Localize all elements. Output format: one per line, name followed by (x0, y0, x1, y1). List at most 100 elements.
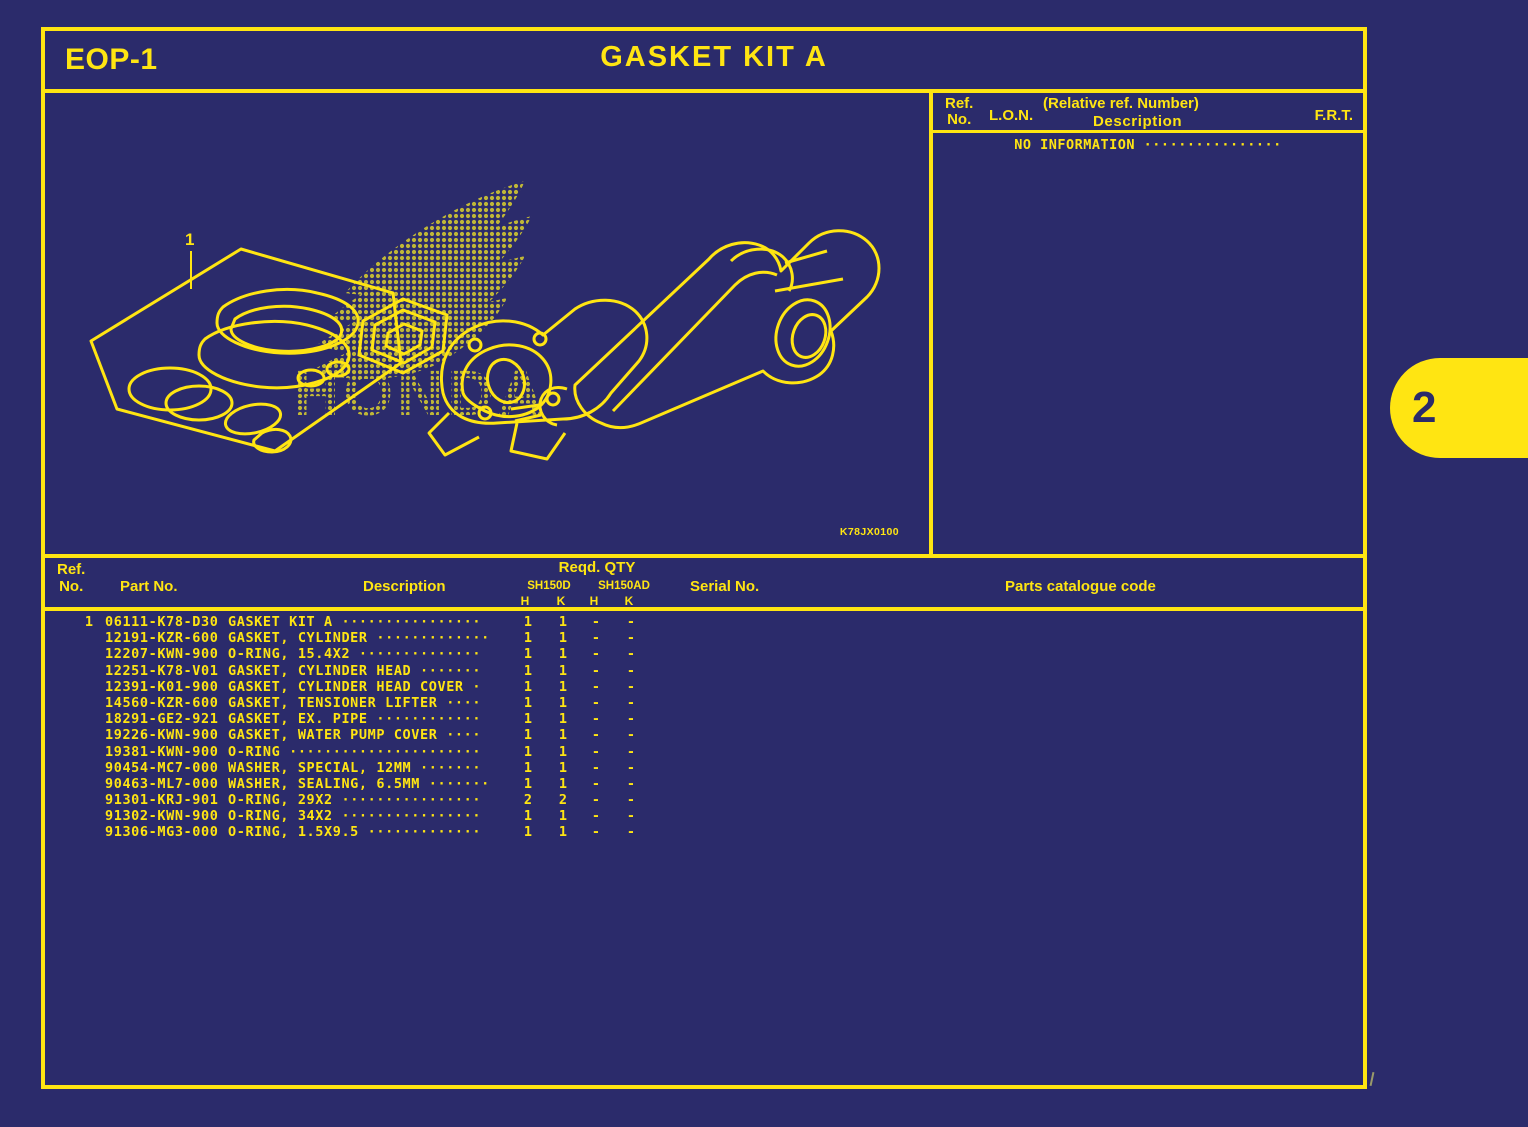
cell-qty-sh150ad-k: - (626, 630, 636, 647)
cell-description: O-RING, 29X2 ················ (228, 792, 481, 808)
ref-no-header-line1: Ref. (945, 95, 974, 112)
description-text: GASKET, WATER PUMP COVER (228, 727, 438, 744)
relative-ref-number-header: (Relative ref. Number) (1043, 95, 1199, 112)
cell-qty-sh150ad-h: - (591, 614, 601, 630)
cell-description: GASKET, TENSIONER LIFTER ···· (228, 695, 481, 711)
cell-part-no: 19381-KWN-900 (105, 743, 219, 760)
cell-part-no: 12251-K78-V01 (105, 662, 219, 679)
cell-qty-sh150ad-h: - (591, 808, 601, 825)
description-text: GASKET, CYLINDER HEAD (228, 662, 412, 679)
cell-qty-sh150d-h: 1 (523, 824, 533, 841)
cell-part-no: 90463-ML7-000 (105, 775, 219, 792)
cell-qty-sh150ad-h: - (591, 775, 601, 792)
cell-qty-sh150d-k: 1 (558, 759, 568, 776)
cell-part-no: 18291-GE2-921 (105, 711, 219, 728)
cell-qty-sh150d-h: 1 (523, 678, 533, 695)
table-row[interactable]: 12191-KZR-600 GASKET, CYLINDER ··········… (45, 630, 1363, 646)
description-leader-dots: ······· (411, 662, 482, 679)
cell-qty-sh150d-h: 1 (523, 694, 533, 711)
col-header-model-sh150ad: SH150AD (598, 580, 650, 592)
cell-qty-sh150ad-h: - (591, 646, 601, 663)
exploded-parts-diagram: HONDA 1 (89, 181, 881, 461)
description-text: O-RING, 15.4X2 (228, 646, 351, 663)
cell-qty-sh150ad-h: - (591, 630, 601, 647)
cell-qty-sh150d-k: 1 (558, 662, 568, 679)
cell-qty-sh150ad-h: - (591, 743, 601, 760)
cell-description: GASKET KIT A ················ (228, 614, 481, 630)
cell-qty-sh150ad-k: - (626, 824, 636, 841)
col-header-sub-h-1: H (520, 594, 530, 608)
col-header-description: Description (363, 578, 446, 595)
description-leader-dots: ······· (420, 775, 490, 792)
page-tab[interactable]: 2 (1390, 358, 1528, 458)
cell-description: GASKET, CYLINDER HEAD COVER · (228, 679, 481, 695)
cell-part-no: 91306-MG3-000 (105, 824, 219, 841)
table-row[interactable]: 14560-KZR-600 GASKET, TENSIONER LIFTER ··… (45, 695, 1363, 711)
cell-qty-sh150d-h: 1 (523, 743, 533, 760)
frt-header: F.R.T. (1314, 107, 1353, 124)
cell-qty-sh150ad-h: - (591, 678, 601, 695)
description-text: GASKET, TENSIONER LIFTER (228, 694, 438, 711)
col-header-sub-h-2: H (589, 594, 599, 608)
description-text: O-RING, 34X2 (228, 808, 333, 825)
ref-description-header: Description (1093, 113, 1183, 130)
cell-description: GASKET, WATER PUMP COVER ···· (228, 727, 481, 743)
cell-qty-sh150d-h: 1 (523, 711, 533, 728)
description-text: GASKET, CYLINDER HEAD COVER (228, 678, 464, 695)
cell-qty-sh150ad-h: - (591, 727, 601, 744)
cell-qty-sh150ad-h: - (591, 759, 601, 776)
col-header-sub-k-1: K (556, 594, 566, 608)
description-leader-dots: ················ (332, 792, 482, 809)
cell-qty-sh150d-k: 1 (558, 775, 568, 792)
ref-no-header-line2: No. (947, 111, 972, 128)
catalogue-page: EOP-1 GASKET KIT A HONDA 1 (41, 27, 1367, 1089)
description-leader-dots: ···· (437, 694, 482, 711)
description-leader-dots: · (463, 678, 482, 695)
description-text: O-RING (228, 743, 281, 760)
reference-pane: Ref. No. L.O.N. (Relative ref. Number) D… (933, 93, 1363, 558)
description-text: O-RING, 1.5X9.5 (228, 824, 359, 841)
cell-qty-sh150ad-k: - (626, 759, 636, 776)
svg-text:HONDA: HONDA (293, 357, 548, 429)
cell-qty-sh150d-k: 1 (558, 808, 568, 825)
cell-qty-sh150d-k: 1 (558, 727, 568, 744)
col-header-sub-k-2: K (624, 594, 634, 608)
cell-qty-sh150d-h: 1 (523, 614, 533, 630)
cell-qty-sh150ad-k: - (626, 727, 636, 744)
cell-qty-sh150ad-k: - (626, 646, 636, 663)
page-tab-label: 2 (1412, 383, 1437, 432)
description-leader-dots: ······················ (280, 743, 482, 760)
description-leader-dots: ············ (367, 711, 482, 728)
col-header-parts-catalogue-code: Parts catalogue code (1005, 578, 1156, 595)
cell-qty-sh150ad-h: - (591, 694, 601, 711)
cell-qty-sh150d-k: 2 (558, 792, 568, 809)
table-row[interactable]: 19381-KWN-900 O-RING ····················… (45, 744, 1363, 760)
description-leader-dots: ············· (367, 630, 490, 647)
cell-description: O-RING, 15.4X2 ·············· (228, 646, 481, 662)
page-title: GASKET KIT A (600, 41, 828, 73)
section-code: EOP-1 (65, 43, 158, 76)
col-header-reqd-qty: Reqd. QTY (558, 559, 636, 576)
cell-qty-sh150ad-k: - (626, 662, 636, 679)
diagram-code: K78JX0100 (839, 526, 899, 538)
cell-part-no: 12191-KZR-600 (105, 630, 219, 647)
cell-qty-sh150d-h: 1 (523, 727, 533, 744)
cell-qty-sh150ad-k: - (626, 792, 636, 809)
description-text: GASKET, CYLINDER (228, 630, 368, 647)
cell-part-no: 14560-KZR-600 (105, 694, 219, 711)
col-header-ref-no: Ref. No. (57, 561, 85, 595)
description-leader-dots: ······· (411, 759, 482, 776)
description-text: O-RING, 29X2 (228, 792, 333, 809)
table-row[interactable]: 12251-K78-V01 GASKET, CYLINDER HEAD ·····… (45, 663, 1363, 679)
